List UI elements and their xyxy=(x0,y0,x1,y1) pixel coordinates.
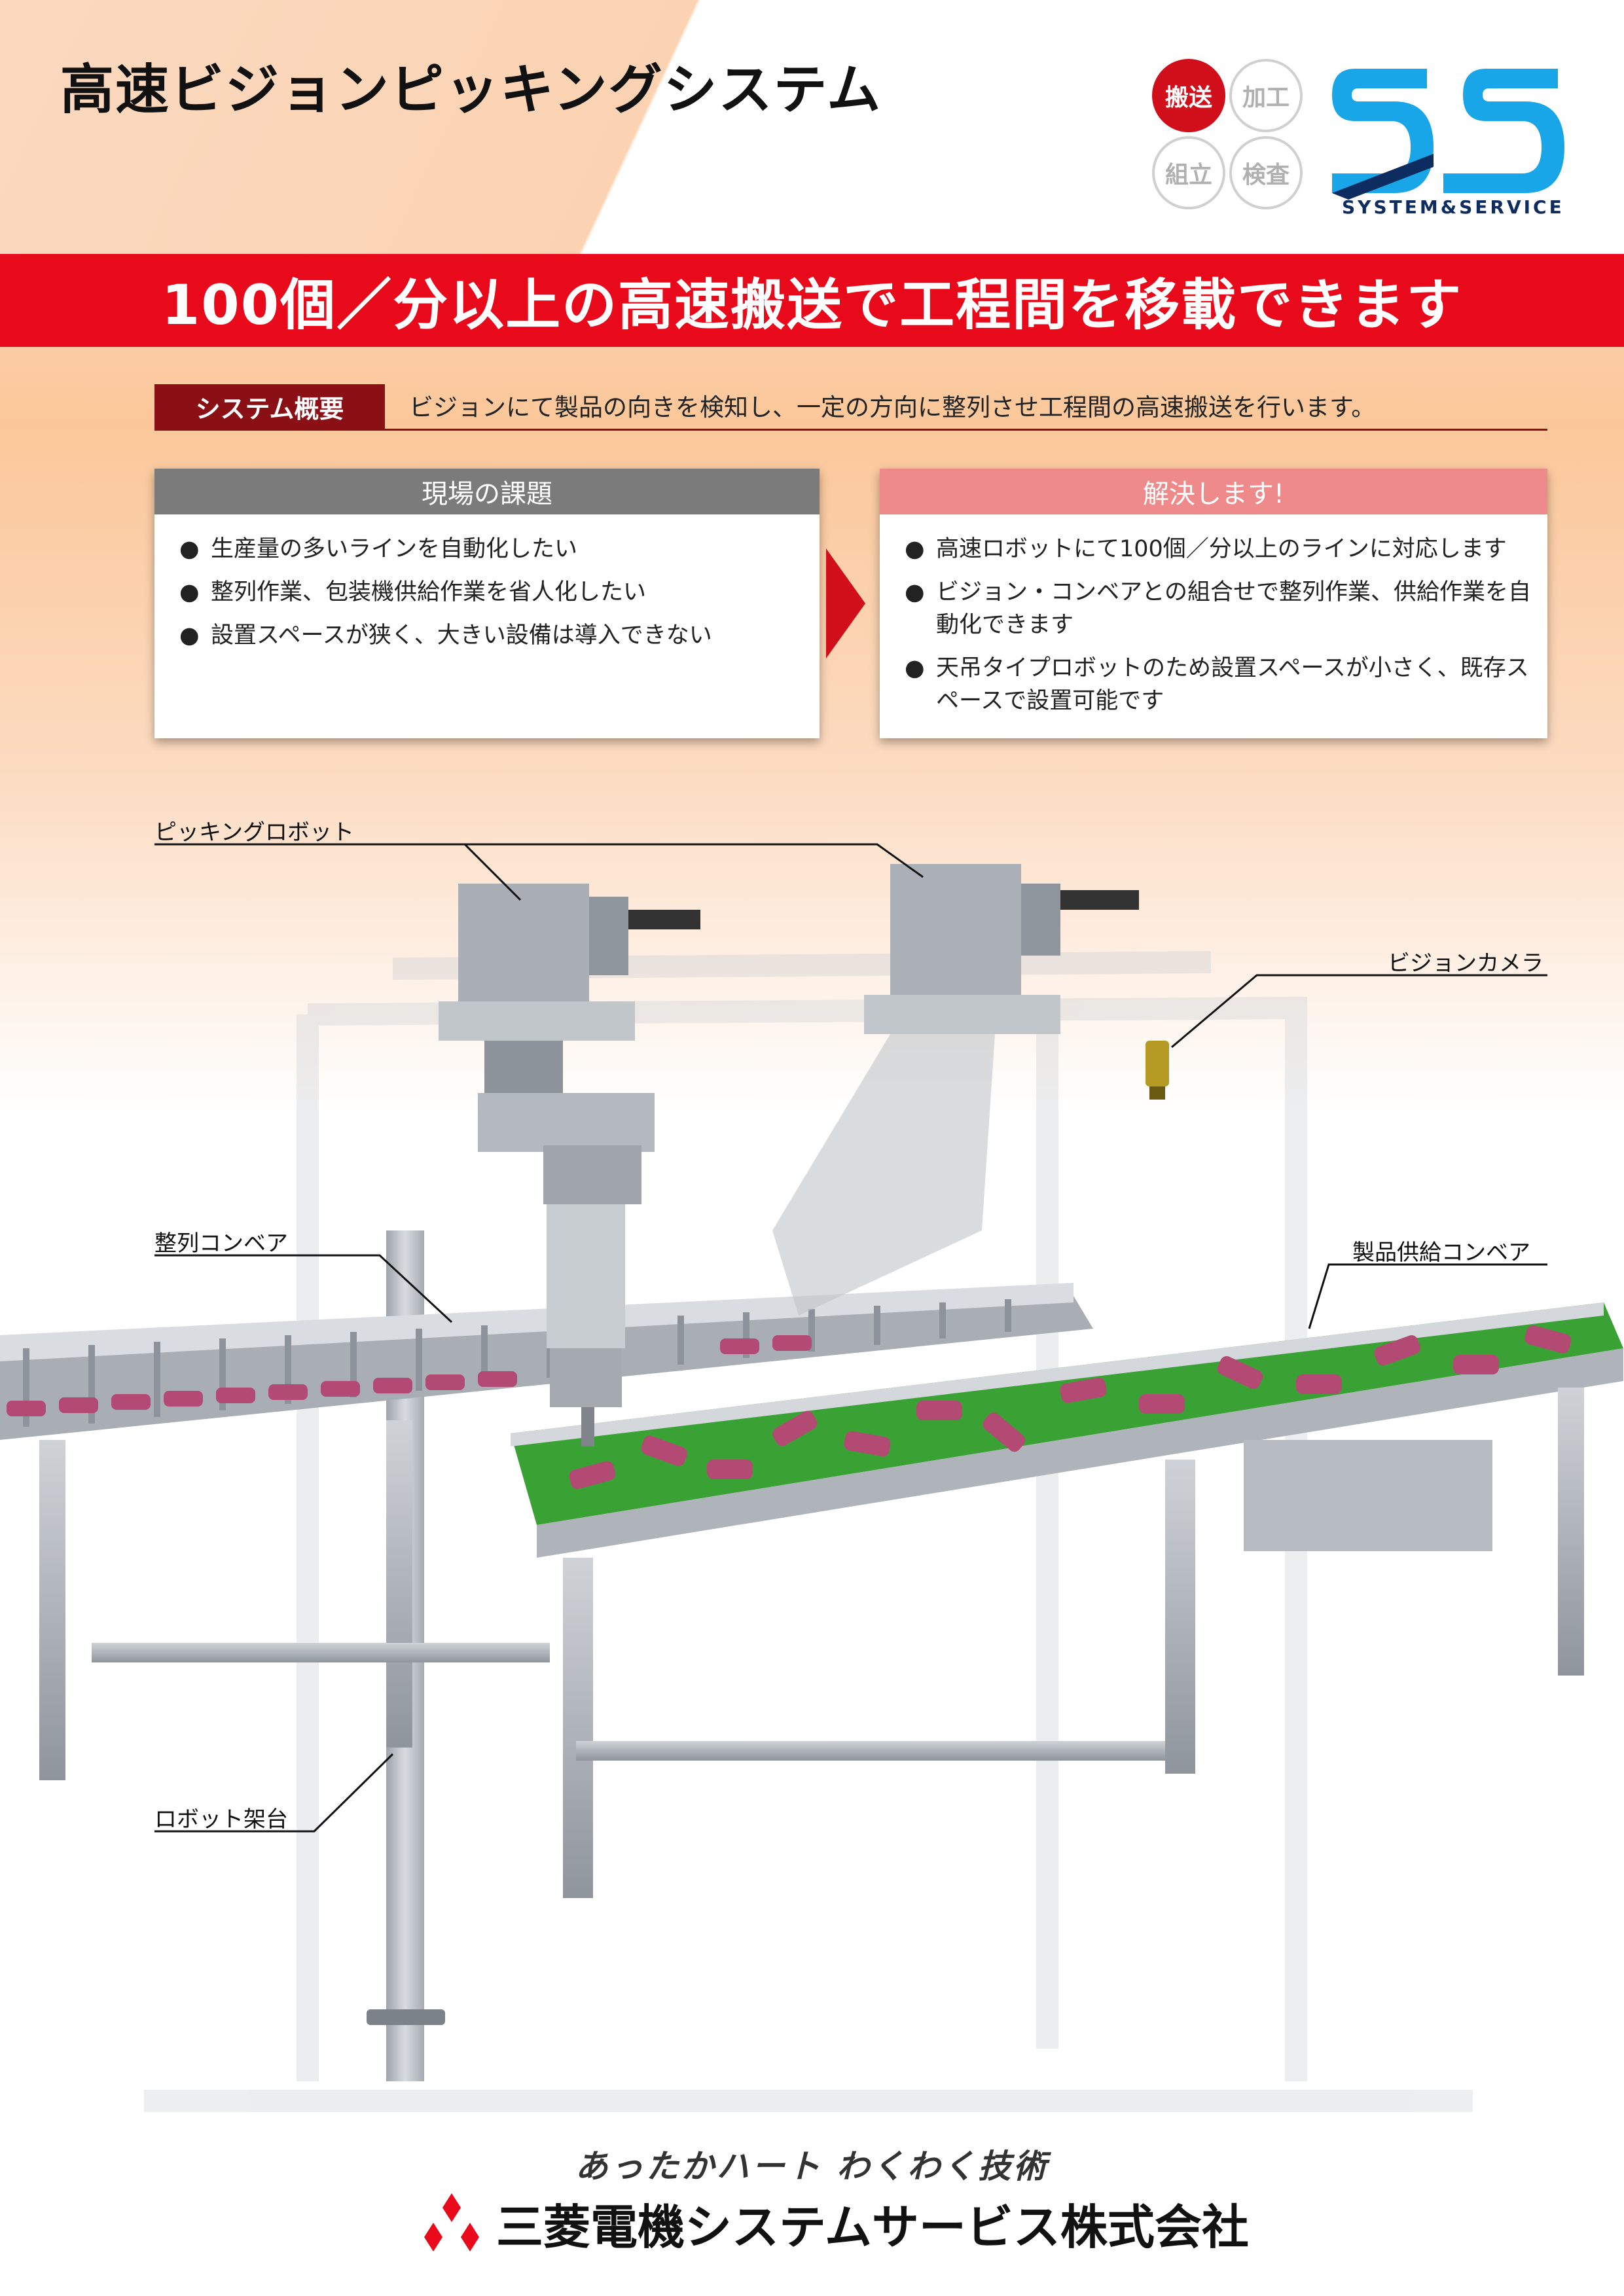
category-badge-inspection: 検査 xyxy=(1229,136,1303,209)
picking-robot-right xyxy=(772,864,1139,1316)
list-item: 生産量の多いラインを自動化したい xyxy=(179,533,806,565)
ss-logo-icon xyxy=(1332,69,1564,200)
callout-robot-frame: ロボット架台 xyxy=(154,1806,288,1833)
footer-tagline: あったかハート わくわく技術 xyxy=(575,2147,1049,2185)
solutions-title: 解決します! xyxy=(880,469,1547,514)
equipment-illustration xyxy=(0,843,1623,2112)
company-name: 三菱電機システムサービス株式会社 xyxy=(496,2199,1249,2255)
company-block: 三菱電機システムサービス株式会社 xyxy=(419,2190,1249,2255)
overview-text: ビジョンにて製品の向きを検知し、一定の方向に整列させ工程間の高速搬送を行います。 xyxy=(409,393,1376,422)
list-item: 高速ロボットにて100個／分以上のラインに対応します xyxy=(905,533,1534,565)
callout-picking-robot: ピッキングロボット xyxy=(154,819,354,846)
callout-vision-camera: ビジョンカメラ xyxy=(1388,950,1543,977)
list-item: 天吊タイプロボットのため設置スペースが小さく、既存スペースで設置可能です xyxy=(905,652,1534,717)
category-badges: 搬送 加工 組立 検査 xyxy=(1152,59,1309,216)
callout-align-conveyor: 整列コンベア xyxy=(154,1230,288,1257)
arrow-right-icon xyxy=(826,548,865,658)
headline-banner: 100個／分以上の高速搬送で工程間を移載できます xyxy=(0,254,1624,347)
category-badge-transport: 搬送 xyxy=(1152,59,1225,132)
vision-camera-icon xyxy=(1146,1041,1169,1100)
solutions-list: 高速ロボットにて100個／分以上のラインに対応します ビジョン・コンベアとの組合… xyxy=(880,514,1547,717)
category-badge-processing: 加工 xyxy=(1229,59,1303,132)
picking-robot-left xyxy=(439,884,700,1446)
mitsubishi-diamond-icon xyxy=(424,2193,479,2251)
category-badge-assembly: 組立 xyxy=(1152,136,1225,209)
page-title: 高速ビジョンピッキングシステム xyxy=(60,59,882,121)
overview-divider xyxy=(154,429,1547,431)
solutions-box: 解決します! 高速ロボットにて100個／分以上のラインに対応します ビジョン・コ… xyxy=(880,469,1547,738)
issues-list: 生産量の多いラインを自動化したい 整列作業、包装機供給作業を省人化したい 設置ス… xyxy=(154,514,820,652)
headline-text: 100個／分以上の高速搬送で工程間を移載できます xyxy=(161,272,1463,337)
overview-label: システム概要 xyxy=(154,384,385,429)
callout-supply-conveyor: 製品供給コンベア xyxy=(1352,1240,1530,1266)
issues-title: 現場の課題 xyxy=(154,469,820,514)
issues-box: 現場の課題 生産量の多いラインを自動化したい 整列作業、包装機供給作業を省人化し… xyxy=(154,469,820,738)
callout-lines xyxy=(154,843,1547,1833)
header-swoosh xyxy=(0,0,1624,255)
list-item: ビジョン・コンベアとの組合せで整列作業、供給作業を自動化できます xyxy=(905,576,1534,641)
supply-conveyor xyxy=(511,1302,1623,1898)
logo-text: SYSTEM&SERVICE xyxy=(1342,196,1564,218)
list-item: 設置スペースが狭く、大きい設備は導入できない xyxy=(179,619,806,652)
list-item: 整列作業、包装機供給作業を省人化したい xyxy=(179,576,806,609)
